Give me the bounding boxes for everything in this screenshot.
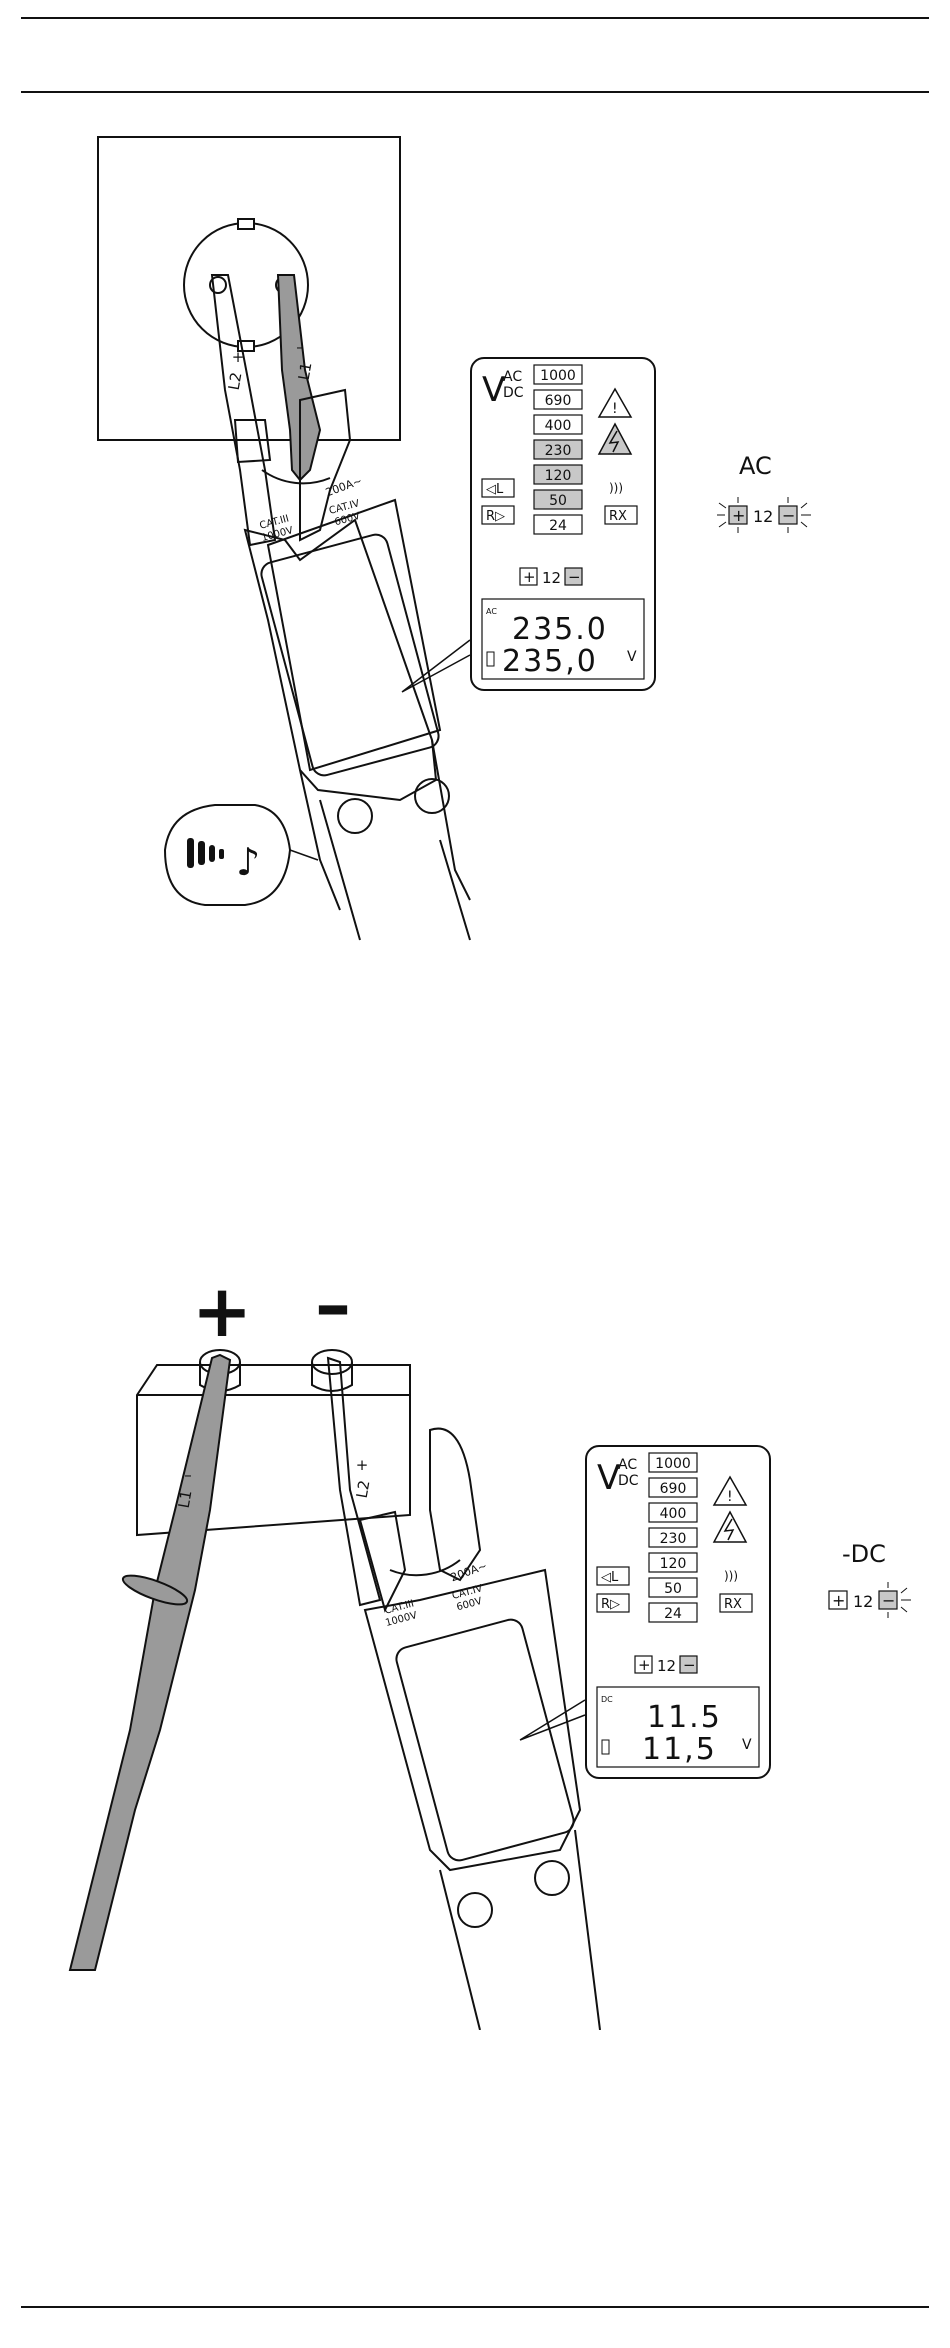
level-label-2-50: 50	[664, 1581, 682, 1597]
warning-mark-2: !	[727, 1489, 733, 1505]
indicator-value-2: 12	[853, 1592, 873, 1611]
beep-symbol-2: )))	[724, 1569, 738, 1583]
level-label-2-230: 230	[660, 1531, 687, 1547]
figure-dc-measurement: + – – L1 + L2 200A~ CAT.III 1000V CAT.IV…	[0, 1250, 950, 2030]
battery-volt-2: 12	[657, 1657, 676, 1675]
level-label-1-690: 690	[545, 393, 572, 409]
indicator-minus-2: −	[882, 1591, 895, 1610]
probe-right-sign-2: +	[356, 1456, 369, 1474]
indicator-plus-1: +	[732, 506, 745, 525]
plus-label-2: +	[638, 1656, 651, 1674]
probe-left-sign-2: –	[184, 1466, 192, 1484]
battery-indicator-2: + 12 −	[815, 1580, 930, 1620]
mode-label-ac: AC	[739, 452, 772, 480]
level-label-2-400: 400	[660, 1506, 687, 1522]
beep-note-symbol: ♪	[236, 840, 260, 884]
level-label-1-120: 120	[545, 468, 572, 484]
dc-label-2: DC	[618, 1473, 639, 1489]
lcd-unit-1: V	[627, 649, 637, 665]
rx-label-2: RX	[724, 1597, 742, 1612]
diode-left-label-2: ◁L	[601, 1570, 619, 1585]
v-label-2: V	[597, 1458, 620, 1498]
probe-left-sign-1: +	[232, 348, 245, 366]
level-label-1-400: 400	[545, 418, 572, 434]
rx-label-1: RX	[609, 509, 627, 524]
display-panel-1: V AC DC 1000 690 400 230 120 50 24 ! ◁L R▷ )))…	[470, 357, 656, 691]
display-panel-2: V AC DC 1000 690 400 230 120 50 24 ! ◁L R▷ )))…	[585, 1445, 771, 1779]
level-label-1-1000: 1000	[540, 368, 576, 384]
plus-label-1: +	[523, 568, 536, 586]
lcd-bottom-2: 11,5	[642, 1732, 717, 1767]
battery-volt-1: 12	[542, 569, 561, 587]
terminal-plus-label: +	[192, 1269, 252, 1353]
battery-indicator-1: + 12 −	[715, 495, 830, 535]
level-label-2-1000: 1000	[655, 1456, 691, 1472]
footer-rule	[21, 2306, 929, 2308]
mode-label-dc: -DC	[842, 1540, 886, 1568]
beep-symbol-1: )))	[609, 481, 623, 495]
level-label-2-24: 24	[664, 1606, 682, 1622]
beep-bubble: ♪	[165, 805, 318, 905]
callout-line-2	[520, 1700, 585, 1740]
terminal-minus-label: –	[315, 1263, 351, 1347]
probe-right-sign-1: –	[296, 338, 304, 356]
warning-mark-1: !	[612, 401, 618, 417]
ac-label-2: AC	[618, 1457, 637, 1473]
probe-right-label-1: L1	[295, 361, 316, 382]
lcd-unit-2: V	[742, 1737, 752, 1753]
lcd-mode-1: AC	[486, 607, 497, 616]
level-label-1-24: 24	[549, 518, 567, 534]
lcd-mode-2: DC	[601, 1695, 613, 1704]
tester-window-1	[259, 532, 442, 778]
probe-right-label-2: L2	[353, 1479, 374, 1500]
socket-plate	[98, 137, 400, 440]
diode-right-label-2: R▷	[601, 1597, 620, 1612]
ac-label-1: AC	[503, 369, 522, 385]
lcd-top-2: 11.5	[647, 1700, 722, 1735]
lcd-top-1: 235.0	[512, 612, 608, 647]
level-label-2-690: 690	[660, 1481, 687, 1497]
probe-left-label-2: L1	[175, 1489, 196, 1510]
minus-label-2: −	[683, 1656, 696, 1674]
level-label-2-120: 120	[660, 1556, 687, 1572]
v-label-1: V	[482, 370, 505, 410]
indicator-minus-1: −	[782, 506, 795, 525]
indicator-plus-2: +	[832, 1591, 845, 1610]
probe-left-1	[212, 275, 275, 545]
lcd-bottom-1: 235,0	[502, 644, 598, 679]
diode-right-label-1: R▷	[486, 509, 505, 524]
level-label-1-50: 50	[549, 493, 567, 509]
indicator-value-1: 12	[753, 507, 773, 526]
probe-left-label-1: L2	[225, 371, 246, 392]
diode-left-label-1: ◁L	[486, 482, 504, 497]
dc-label-1: DC	[503, 385, 524, 401]
minus-label-1: −	[568, 568, 581, 586]
callout-line-1	[402, 640, 470, 692]
probe-left-2	[70, 1355, 230, 1970]
tester-window-2	[394, 1617, 577, 1863]
level-label-1-230: 230	[545, 443, 572, 459]
